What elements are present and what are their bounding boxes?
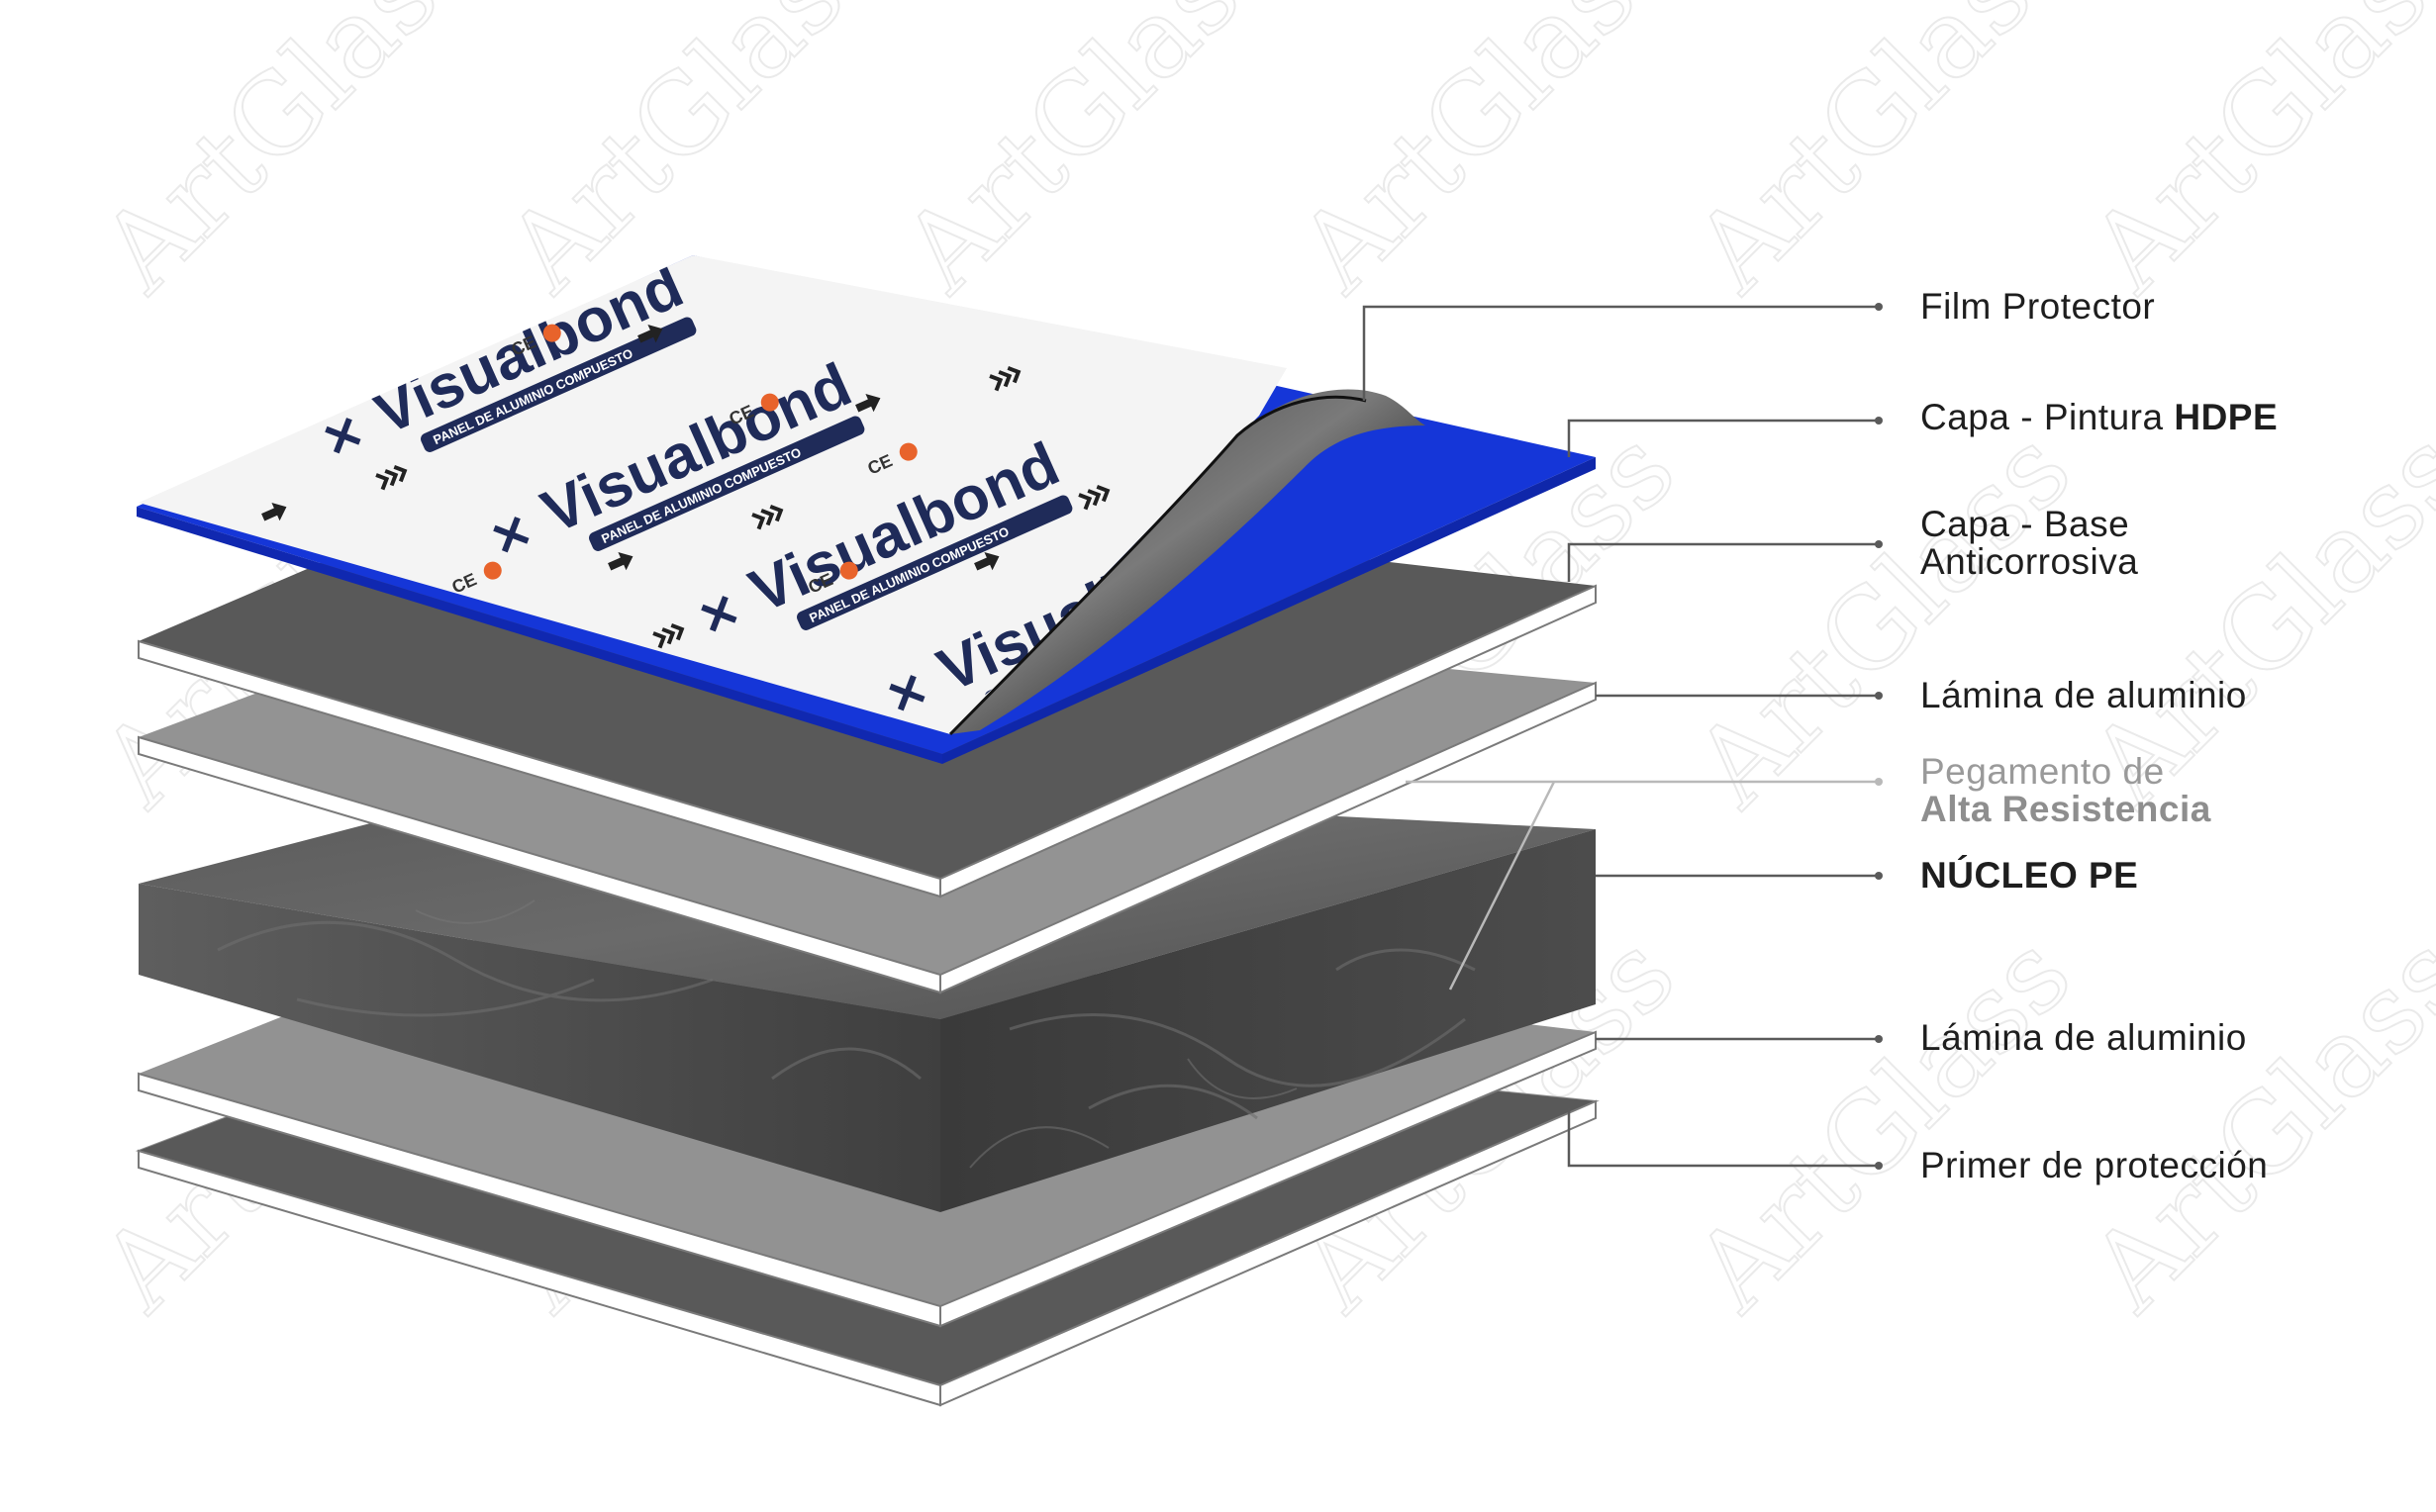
film-chevrons-icon: [375, 464, 408, 491]
label-nucleo: NÚCLEO PE: [1920, 856, 2138, 896]
label-capa-pintura-text: Capa - Pintura: [1920, 397, 2175, 437]
label-primer: Primer de protección: [1920, 1146, 2268, 1185]
film-chevrons-icon: [1078, 484, 1111, 511]
label-film-protector: Film Protector: [1920, 287, 2155, 327]
label-capa-base: Capa - Base Anticorrosiva: [1920, 504, 2139, 582]
film-arrow-icon: [855, 393, 881, 413]
watermark-text: ArtGlass: [1670, 910, 2095, 1335]
film-arrow-icon: [974, 551, 1000, 571]
film-arrow-icon: [637, 324, 663, 343]
film-arrow-icon: [608, 551, 633, 571]
film-chevrons-icon: [989, 365, 1022, 392]
label-lamina-1: Lámina de aluminio: [1920, 676, 2247, 715]
film-chevrons-icon: [652, 622, 685, 649]
watermark-text: ArtGlass: [878, 0, 1303, 316]
label-pegamento-bold: Alta Resistencia: [1920, 789, 2211, 829]
label-capa-pintura: Capa - Pintura HDPE: [1920, 398, 2278, 437]
label-lamina-1-text: Lámina de aluminio: [1920, 675, 2247, 715]
label-capa-base-text: Capa - Base: [1920, 504, 2130, 544]
label-film-protector-text: Film Protector: [1920, 286, 2156, 327]
film-chevrons-icon: [751, 504, 784, 530]
leader-lines: [1362, 303, 1883, 1170]
watermark-text: ArtGlass: [76, 0, 501, 316]
watermark-text: ArtGlass: [2066, 0, 2436, 316]
watermark-text: ArtGlass: [2066, 910, 2436, 1335]
label-pegamento-text: Pegamento de: [1920, 751, 2165, 792]
label-primer-text: Primer de protección: [1920, 1145, 2269, 1185]
label-capa-base-sub: Anticorrosiva: [1920, 541, 2139, 582]
label-nucleo-bold: NÚCLEO PE: [1920, 855, 2139, 896]
label-lamina-2: Lámina de aluminio: [1920, 1018, 2247, 1058]
label-lamina-2-text: Lámina de aluminio: [1920, 1017, 2247, 1058]
label-pegamento: Pegamento de Alta Resistencia: [1920, 751, 2211, 829]
label-capa-pintura-bold: HDPE: [2174, 397, 2279, 437]
film-arrow-icon: [261, 502, 287, 521]
watermark-text: ArtGlass: [1274, 0, 1699, 316]
watermark-text: ArtGlass: [1670, 0, 2095, 316]
